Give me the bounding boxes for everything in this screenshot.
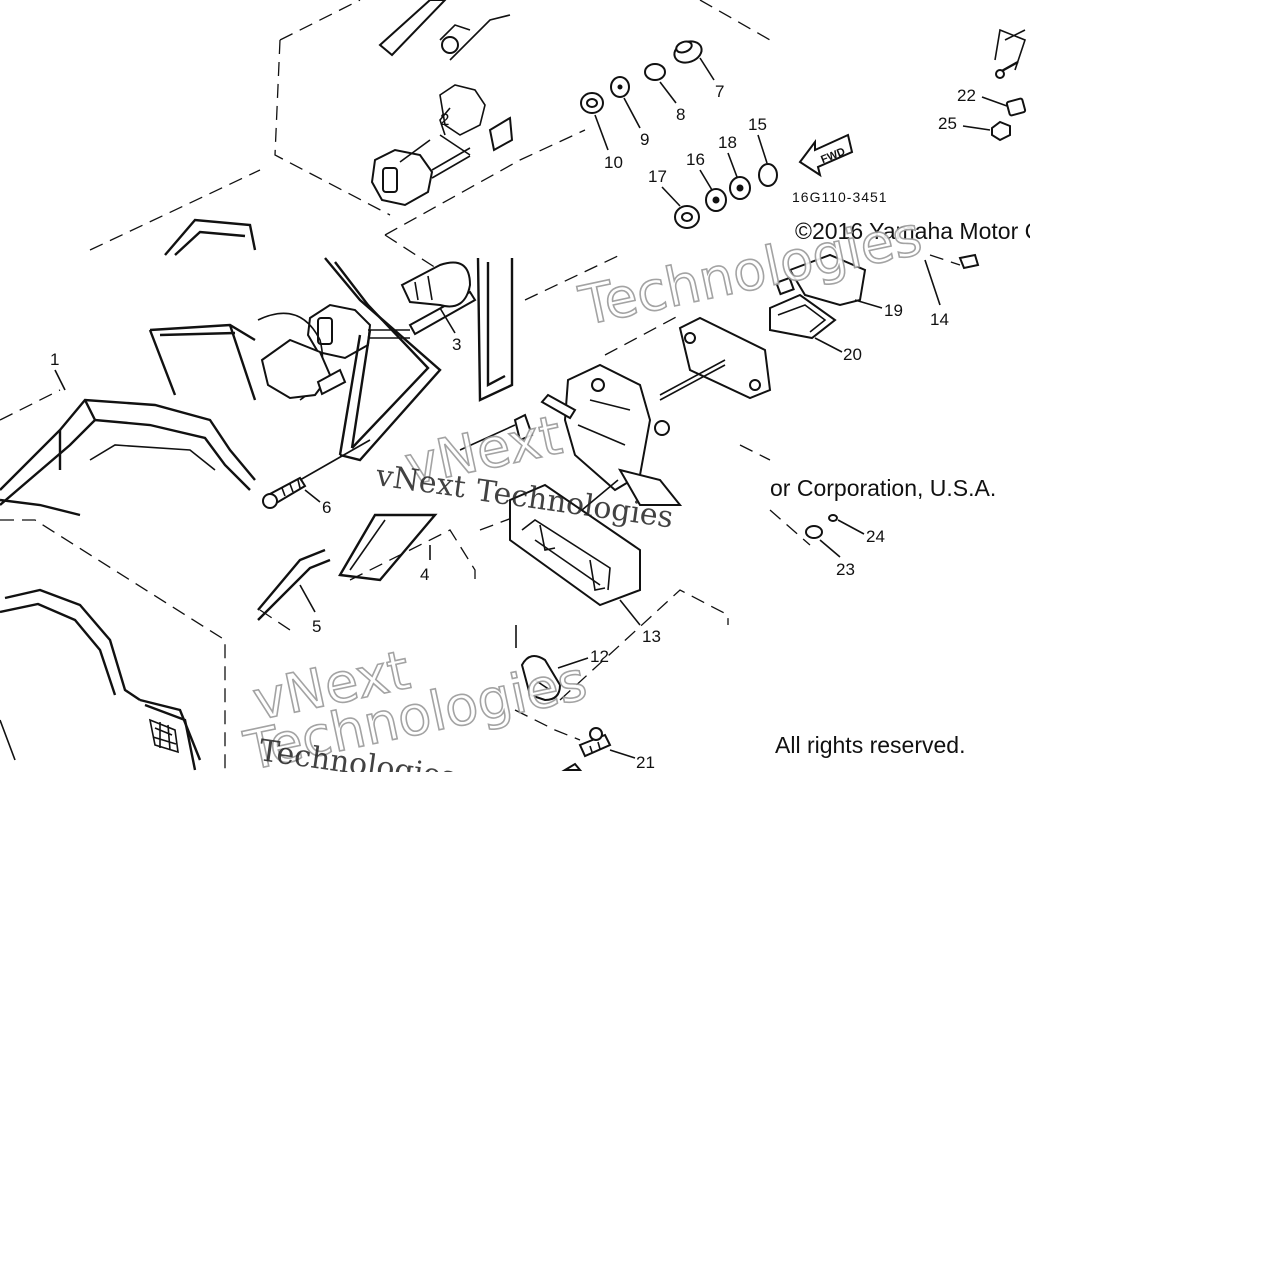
diagram-code: 16G110-3451 — [792, 189, 888, 205]
part-17-nut: 17 — [648, 167, 700, 229]
callout-24: 24 — [866, 527, 885, 546]
part-3-bulb: 3 — [400, 261, 472, 354]
part-21-screw: 21 — [561, 727, 655, 772]
callout-21: 21 — [636, 753, 655, 772]
part-9-washer: 9 — [610, 76, 649, 149]
callout-10: 10 — [604, 153, 623, 172]
callout-5: 5 — [312, 617, 321, 636]
part-22-25-fastener: 22 25 — [938, 28, 1027, 142]
hardware-grommets: 7 8 9 10 15 16 — [580, 40, 778, 229]
part-18-washer: 18 — [718, 133, 751, 200]
reflector-grid — [148, 718, 179, 754]
callout-2: 2 — [440, 110, 449, 129]
callout-13: 13 — [642, 627, 661, 646]
callout-15: 15 — [748, 115, 767, 134]
callout-6: 6 — [322, 498, 331, 517]
callout-16: 16 — [686, 150, 705, 169]
part-16-washer: 16 — [686, 150, 727, 212]
callout-9: 9 — [640, 130, 649, 149]
part-15-grommet: 15 — [748, 115, 778, 187]
callout-14: 14 — [930, 310, 949, 329]
callout-3: 3 — [452, 335, 461, 354]
part-2-socket-harness: 2 — [306, 0, 514, 360]
part-20-gasket: 20 — [769, 293, 862, 364]
callout-23: 23 — [836, 560, 855, 579]
part-1-housing: 1 — [0, 218, 257, 771]
copyright-line-2: All rights reserved. — [775, 732, 965, 758]
callout-22: 22 — [957, 86, 976, 105]
part-19-lamp: 19 — [775, 253, 980, 320]
part-5-frame: 5 — [257, 548, 331, 636]
callout-4: 4 — [420, 565, 429, 584]
part-10-nut: 10 — [580, 92, 623, 172]
part-4-lens: 4 — [257, 257, 514, 584]
callout-1: 1 — [50, 350, 59, 369]
callout-7: 7 — [715, 82, 724, 101]
callout-17: 17 — [648, 167, 667, 186]
part-23-24-nut: 24 23 — [805, 514, 885, 579]
group-outlines — [0, 0, 961, 770]
part-12-bulb: 12 — [515, 625, 609, 702]
part-6-screw: 6 — [262, 439, 371, 517]
part-7-grommet: 7 — [673, 40, 724, 101]
callout-20: 20 — [843, 345, 862, 364]
watermark-word-2: Technologies — [574, 204, 927, 338]
fwd-arrow: FWD — [798, 133, 854, 178]
callout-25: 25 — [938, 114, 957, 133]
part-8-collar: 8 — [644, 63, 685, 124]
callout-19: 19 — [884, 301, 903, 320]
blank-area-right — [1030, 0, 1285, 772]
part-14-bracket: 14 — [459, 259, 949, 506]
blank-area — [0, 772, 1285, 1285]
part-13-lamp-housing: 13 — [509, 479, 661, 646]
copyright-line-1-continued: or Corporation, U.S.A. — [770, 475, 996, 501]
callout-8: 8 — [676, 105, 685, 124]
callout-12: 12 — [590, 647, 609, 666]
callout-18: 18 — [718, 133, 737, 152]
